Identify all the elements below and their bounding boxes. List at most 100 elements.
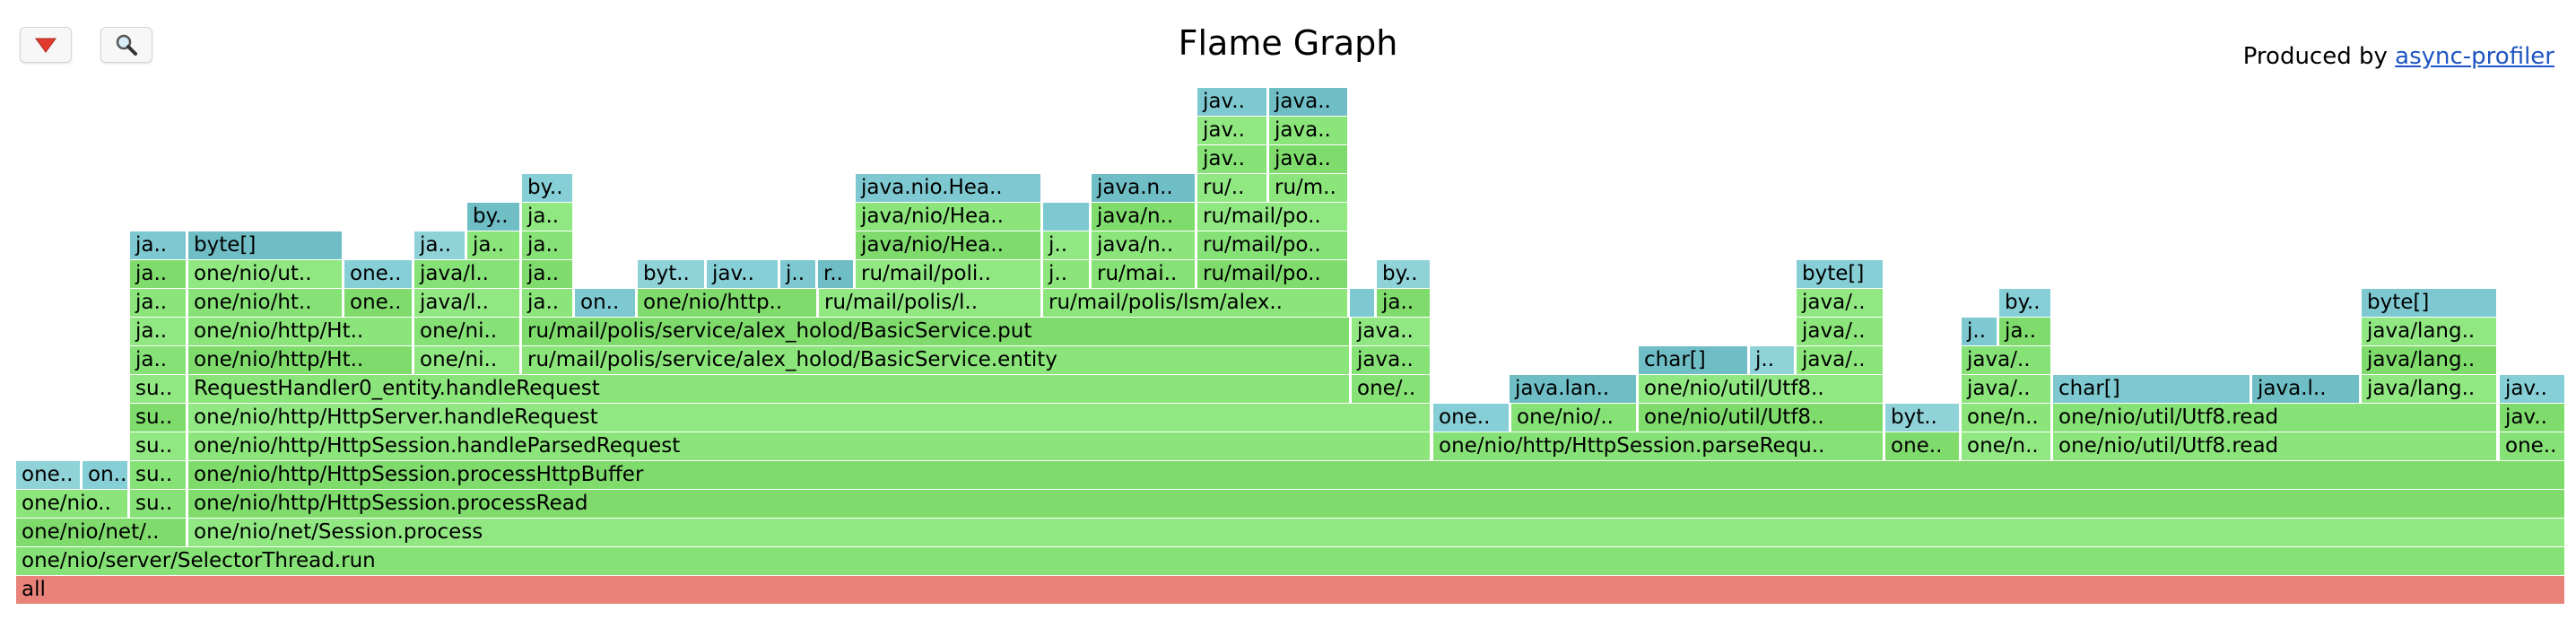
stack-frame[interactable]: j.. [1962, 318, 1997, 345]
stack-frame[interactable]: one/nio/http.. [638, 289, 817, 317]
stack-frame[interactable]: ru/mail/polis/lsm/alex.. [1043, 289, 1348, 317]
stack-frame[interactable]: java.. [1352, 346, 1431, 374]
stack-frame[interactable]: ja.. [130, 260, 187, 288]
stack-frame[interactable]: java.nio.Hea.. [856, 174, 1041, 202]
stack-frame[interactable]: ja.. [130, 346, 187, 374]
stack-frame[interactable]: byt.. [1885, 404, 1960, 432]
stack-frame[interactable]: by.. [467, 203, 520, 231]
stack-frame[interactable]: ru/mail/polis/l.. [819, 289, 1041, 317]
stack-frame[interactable]: one/n.. [1962, 404, 2051, 432]
stack-frame[interactable]: one/nio/http/Ht.. [188, 346, 413, 374]
stack-frame[interactable]: jav.. [2500, 375, 2565, 403]
stack-frame[interactable]: ja.. [522, 203, 573, 231]
stack-frame[interactable]: java.. [1269, 88, 1348, 116]
stack-frame[interactable]: byte[] [2362, 289, 2497, 317]
stack-frame[interactable]: su.. [130, 375, 187, 403]
stack-frame[interactable]: java/.. [1962, 375, 2051, 403]
stack-frame[interactable]: one/nio/http/HttpSession.processRead [188, 490, 2565, 518]
stack-frame[interactable]: ja.. [130, 318, 187, 345]
stack-frame[interactable]: one.. [16, 461, 81, 489]
stack-frame[interactable]: one/nio/util/Utf8.. [1639, 375, 1884, 403]
stack-frame[interactable]: java.lan.. [1510, 375, 1637, 403]
stack-frame[interactable]: RequestHandler0_entity.handleRequest [188, 375, 1350, 403]
stack-frame[interactable]: ja.. [130, 231, 187, 259]
stack-frame[interactable]: jav.. [1197, 88, 1267, 116]
stack-frame[interactable]: java.. [1269, 117, 1348, 144]
stack-frame[interactable]: one.. [1433, 404, 1510, 432]
stack-frame[interactable]: ja.. [467, 231, 520, 259]
stack-frame[interactable]: su.. [130, 461, 187, 489]
stack-frame[interactable]: ru/mai.. [1092, 260, 1196, 288]
stack-frame[interactable]: java/.. [1797, 289, 1884, 317]
stack-frame[interactable] [1043, 203, 1090, 231]
stack-frame[interactable]: ja.. [130, 289, 187, 317]
stack-frame[interactable]: su.. [130, 404, 187, 432]
stack-frame[interactable]: one/n.. [1962, 432, 2051, 460]
stack-frame[interactable]: one/nio/http/HttpSession.processHttpBuff… [188, 461, 2565, 489]
stack-frame[interactable]: java/n.. [1092, 231, 1196, 259]
stack-frame[interactable]: java.. [1269, 145, 1348, 173]
async-profiler-link[interactable]: async-profiler [2395, 43, 2554, 70]
stack-frame[interactable]: byt.. [638, 260, 705, 288]
stack-frame[interactable]: su.. [130, 490, 187, 518]
stack-frame[interactable]: on.. [575, 289, 636, 317]
stack-frame[interactable]: ja.. [522, 231, 573, 259]
stack-frame[interactable]: one.. [2500, 432, 2565, 460]
stack-frame[interactable]: java/.. [1797, 318, 1884, 345]
stack-frame[interactable]: ru/mail/po.. [1197, 203, 1348, 231]
stack-frame[interactable]: j.. [1043, 231, 1090, 259]
stack-frame[interactable]: one/nio/net/.. [16, 519, 187, 546]
stack-frame[interactable]: ja.. [522, 289, 573, 317]
stack-frame[interactable]: java/lang.. [2362, 318, 2497, 345]
stack-frame[interactable]: java/lang.. [2362, 346, 2497, 374]
stack-frame[interactable]: java.l.. [2252, 375, 2360, 403]
stack-frame[interactable]: ja.. [522, 260, 573, 288]
stack-frame[interactable]: ru/mail/polis/service/alex_holod/BasicSe… [522, 346, 1350, 374]
stack-frame[interactable]: one/.. [1352, 375, 1431, 403]
stack-frame[interactable]: by.. [522, 174, 573, 202]
stack-frame[interactable]: jav.. [1197, 117, 1267, 144]
stack-frame[interactable]: ru/mail/po.. [1197, 260, 1348, 288]
stack-frame[interactable]: java/l.. [414, 260, 520, 288]
stack-frame[interactable]: one/nio/server/SelectorThread.run [16, 547, 2565, 575]
stack-frame[interactable]: ru/m.. [1269, 174, 1348, 202]
stack-frame[interactable]: java/.. [1797, 346, 1884, 374]
stack-frame[interactable]: one/nio/http/HttpServer.handleRequest [188, 404, 1431, 432]
stack-frame[interactable]: java/nio/Hea.. [856, 203, 1041, 231]
stack-frame[interactable]: ru/mail/polis/service/alex_holod/BasicSe… [522, 318, 1350, 345]
stack-frame[interactable]: one/nio/ht.. [188, 289, 343, 317]
stack-frame[interactable]: one/nio/.. [1511, 404, 1637, 432]
stack-frame[interactable]: one.. [344, 289, 413, 317]
frame-root[interactable]: all [16, 576, 2565, 604]
stack-frame[interactable]: j.. [1750, 346, 1795, 374]
stack-frame[interactable]: java/lang.. [2362, 375, 2497, 403]
stack-frame[interactable]: java/nio/Hea.. [856, 231, 1041, 259]
stack-frame[interactable]: ru/mail/poli.. [856, 260, 1041, 288]
stack-frame[interactable]: java.. [1352, 318, 1431, 345]
stack-frame[interactable]: one/nio/util/Utf8.read [2053, 404, 2497, 432]
stack-frame[interactable]: on.. [83, 461, 128, 489]
reverse-button[interactable] [20, 27, 72, 63]
stack-frame[interactable]: one/nio/http/HttpSession.handleParsedReq… [188, 432, 1431, 460]
stack-frame[interactable]: su.. [130, 432, 187, 460]
stack-frame[interactable] [1350, 289, 1375, 317]
stack-frame[interactable]: ru/.. [1197, 174, 1267, 202]
stack-frame[interactable]: by.. [1377, 260, 1431, 288]
stack-frame[interactable]: one/nio/util/Utf8.read [2053, 432, 2497, 460]
stack-frame[interactable]: one/nio/http/Ht.. [188, 318, 413, 345]
stack-frame[interactable]: java/l.. [414, 289, 520, 317]
stack-frame[interactable]: one/nio/ut.. [188, 260, 343, 288]
stack-frame[interactable]: one/ni.. [414, 346, 520, 374]
stack-frame[interactable]: one/nio/net/Session.process [188, 519, 2565, 546]
stack-frame[interactable]: byte[] [1797, 260, 1884, 288]
stack-frame[interactable]: one/nio/util/Utf8.. [1639, 404, 1884, 432]
stack-frame[interactable]: ja.. [414, 231, 466, 259]
stack-frame[interactable]: one/nio/http/HttpSession.parseRequ.. [1433, 432, 1884, 460]
stack-frame[interactable]: java/n.. [1092, 203, 1196, 231]
stack-frame[interactable]: one.. [344, 260, 413, 288]
stack-frame[interactable]: one.. [1885, 432, 1960, 460]
stack-frame[interactable]: java/.. [1962, 346, 2051, 374]
stack-frame[interactable]: by.. [1999, 289, 2051, 317]
stack-frame[interactable]: ja.. [1999, 318, 2051, 345]
stack-frame[interactable]: one/nio.. [16, 490, 128, 518]
